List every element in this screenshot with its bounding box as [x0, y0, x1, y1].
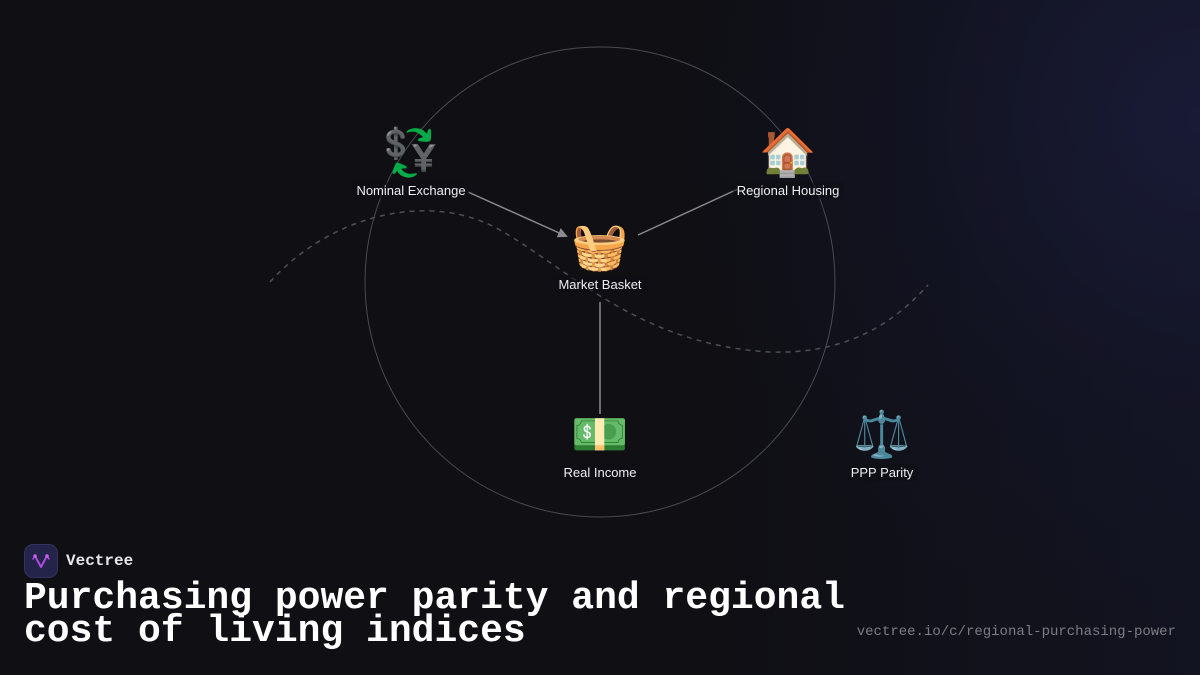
house-icon: 🏠 [759, 125, 817, 179]
dollar-banknote-icon: 💵 [571, 407, 629, 461]
orbit-circle [364, 46, 836, 518]
source-url[interactable]: vectree.io/c/regional-purchasing-power [856, 624, 1176, 640]
node-market-basket[interactable]: 🧺 Market Basket [554, 218, 646, 293]
edge-regional-housing-to-market-basket [637, 188, 739, 236]
brand: Vectree [24, 544, 133, 578]
node-label: Regional Housing [732, 182, 844, 199]
node-label: Real Income [559, 464, 641, 481]
brand-name: Vectree [66, 552, 134, 570]
currency-exchange-icon: 💱 [382, 125, 440, 179]
balance-scale-icon: ⚖️ [853, 407, 911, 461]
page-title: Purchasing power parity and regional cos… [24, 577, 845, 653]
node-ppp-parity[interactable]: ⚖️ PPP Parity [846, 406, 918, 481]
node-regional-housing[interactable]: 🏠 Regional Housing [732, 124, 844, 199]
node-label: Market Basket [554, 276, 646, 293]
node-label: PPP Parity [846, 464, 918, 481]
node-nominal-exchange[interactable]: 💱 Nominal Exchange [352, 124, 470, 199]
node-label: Nominal Exchange [352, 182, 470, 199]
vectree-logo-icon [24, 544, 58, 578]
node-real-income[interactable]: 💵 Real Income [559, 406, 641, 481]
edge-nominal-exchange-to-market-basket [467, 191, 568, 238]
basket-icon: 🧺 [571, 219, 629, 273]
